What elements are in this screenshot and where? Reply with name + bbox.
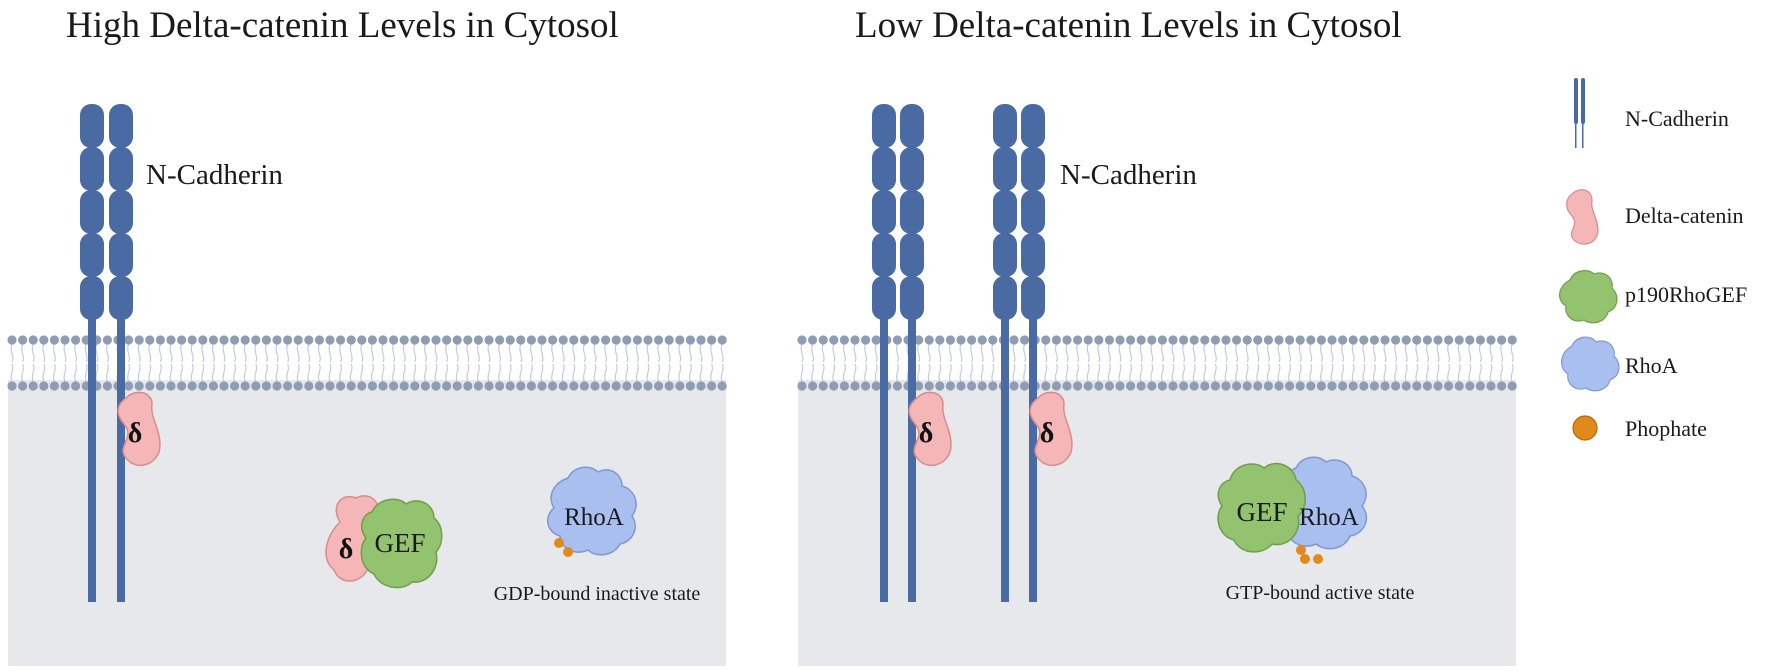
phosphate-left-2: [563, 547, 573, 557]
legend-rhoa-icon: [1561, 336, 1620, 392]
delta-symbol-right-1: δ: [919, 418, 934, 449]
delta-catenin-left: δ: [117, 391, 161, 467]
legend-delta-catenin-icon: [1566, 189, 1599, 245]
delta-catenin-right-2: δ: [1029, 391, 1073, 467]
legend: N-Cadherin Delta-catenin p190RhoGEF RhoA…: [1559, 78, 1747, 441]
gef-rhoa-complex-right: GEF RhoA: [1217, 456, 1368, 564]
phosphate-right-2: [1300, 554, 1310, 564]
legend-phosphate-icon: [1572, 415, 1598, 441]
cytosol-right: [798, 380, 1516, 666]
gef-label-right: GEF: [1236, 497, 1287, 527]
state-label-left: GDP-bound inactive state: [494, 583, 701, 605]
rhoa-left: RhoA: [547, 466, 637, 557]
n-cadherin-label-right: N-Cadherin: [1060, 159, 1197, 191]
gef-label-left: GEF: [374, 528, 425, 558]
phosphate-right-1: [1296, 545, 1306, 555]
delta-symbol-right-2: δ: [1040, 418, 1055, 449]
legend-label-n-cadherin: N-Cadherin: [1625, 106, 1729, 131]
legend-label-delta-catenin: Delta-catenin: [1625, 203, 1744, 228]
phosphate-right-3: [1313, 554, 1323, 564]
legend-label-rhoa: RhoA: [1625, 353, 1678, 378]
phosphate-left-1: [554, 538, 564, 548]
lipid-membrane-left: [7, 335, 727, 391]
state-label-right: GTP-bound active state: [1226, 582, 1415, 604]
panel-title-low: Low Delta-catenin Levels in Cytosol: [855, 5, 1402, 46]
legend-n-cadherin-icon: [1574, 78, 1585, 148]
delta-catenin-gef-complex-left: δ GEF: [325, 495, 443, 589]
delta-catenin-right-1: δ: [908, 391, 952, 467]
delta-symbol-complex: δ: [339, 534, 354, 565]
legend-label-p190rhogef: p190RhoGEF: [1625, 282, 1747, 307]
legend-p190rhogef-icon: [1559, 270, 1618, 324]
panel-title-high: High Delta-catenin Levels in Cytosol: [66, 5, 619, 46]
n-cadherin-label-left: N-Cadherin: [146, 159, 283, 191]
delta-symbol-left: δ: [128, 418, 143, 449]
rhoa-label-left: RhoA: [564, 504, 624, 531]
legend-label-phosphate: Phophate: [1625, 416, 1707, 441]
rhoa-label-right: RhoA: [1299, 504, 1359, 531]
